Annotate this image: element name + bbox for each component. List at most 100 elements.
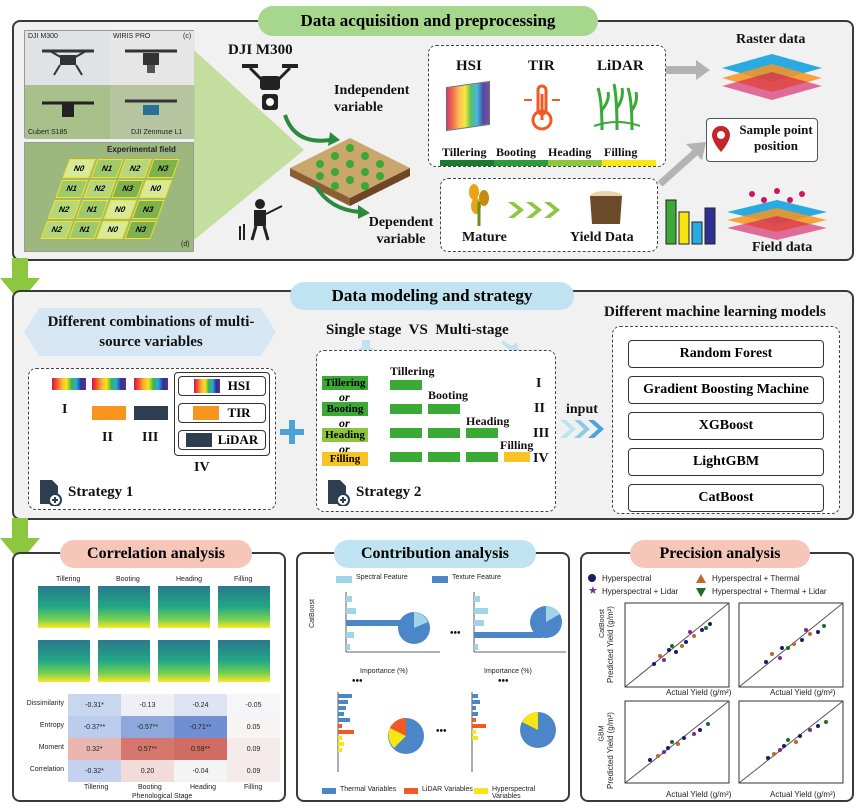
filling-tag: Filling [322,452,368,466]
corr-cell: -0.32* [68,760,121,782]
down-triangle-marker-icon [696,588,706,597]
var-lidar-label: LiDAR [217,432,259,447]
strategy1-label: Strategy 1 [68,484,134,500]
corr-cell: 0.09 [227,738,280,760]
var-hsi-label: HSI [227,378,251,393]
chevrons-icon [508,202,560,218]
importance-label-2: Importance (%) [484,668,532,675]
thermometer-icon [524,84,560,131]
corr-xlabel: Phenological Stage [132,793,193,800]
heatmap [38,640,90,682]
section-title-correlation: Correlation analysis [60,540,252,568]
model-gbm: Gradient Boosting Machine [628,376,824,404]
lidar-plants-icon [593,83,641,131]
var-tir-box: TIR [178,403,266,423]
stage-tillering: Tillering [442,145,487,159]
contribution-panel [296,552,570,802]
multi-roman-4: IV [533,451,549,466]
model-lightgbm: LightGBM [628,448,824,476]
heatmap [38,586,90,628]
plot: N3 [131,200,165,219]
corr-cell: -0.31* [68,694,121,716]
corr-col-label: Filling [244,784,263,791]
corr-cell: -0.13 [121,694,174,716]
or-3: or [339,442,350,456]
corr-cell: -0.05 [227,694,280,716]
var-tir-label: TIR [227,405,251,420]
photo-label-2: WIRIS PRO [113,33,151,40]
heatmap-grid: Tillering Booting Heading Filling [38,576,278,692]
corr-cell: 0.59** [174,738,227,760]
sensor-lidar: LiDAR [597,58,644,74]
sensor-hsi: HSI [456,58,482,74]
section-title-modeling: Data modeling and strategy [290,282,574,310]
triangle-marker-icon [696,574,706,583]
contrib-bar-chart-3 [337,692,424,772]
tir-swatch [92,406,126,420]
heatmap [218,640,270,682]
legend-lidar: LiDAR Variables [422,786,473,793]
map-pin-icon [712,126,730,152]
projection-shape [194,50,304,240]
photo-label-5: DJI Zenmuse L1 [131,129,183,136]
strategy2-label: Strategy 2 [356,484,422,500]
stage-filling: Filling [604,145,638,159]
farmer-icon [239,199,283,241]
importance-label-1: Importance (%) [360,668,408,675]
row2-bar2 [428,404,460,414]
precision-model-1: CatBoost [598,609,606,638]
corr-col-label: Tillering [84,784,109,791]
corr-cell: -0.37** [68,716,121,738]
wheat-icon [469,184,489,226]
gray-arrow-icon [666,60,710,80]
ellipsis-4: ••• [436,726,447,737]
mature-label: Mature [462,230,507,245]
var-lidar-box: LiDAR [178,430,266,450]
down-arrow-small-icon [358,340,374,358]
corr-cell: -0.04 [174,760,227,782]
multi-roman-3: III [533,426,550,441]
var-hsi-box: HSI [178,376,266,396]
or-2: or [339,416,350,430]
row3-bar2 [428,428,460,438]
lidar-swatch [134,406,168,420]
corr-cell: 0.09 [227,760,280,782]
row4-bar4 [504,452,530,462]
multi-roman-1: I [536,376,542,391]
contrib-bar-chart-4 [471,692,556,772]
plot: N0 [139,179,173,198]
stage-booting: Booting [496,145,537,159]
hsi-swatch-2 [92,378,126,390]
stage-heading: Heading [548,145,592,159]
roman-3: III [142,430,159,445]
independent-label: Independent variable [334,83,410,115]
combinations-banner [24,308,276,356]
corr-col-label: Booting [138,784,162,791]
heatmap [98,586,150,628]
equipment-photo: DJI M300 WIRIS PRO (c) Cubert S185 DJI Z… [24,30,195,139]
curved-arrow-icon [283,114,340,146]
curved-arrow-icon-2 [313,183,370,219]
heatmap [98,640,150,682]
drone-photo-icon-4 [125,99,177,115]
legend-texture: Texture Feature [452,574,502,581]
row3-bar3 [466,428,498,438]
corr-row-label: Dissimilarity [26,700,64,707]
heat-col-4: Filling [234,576,253,583]
ellipsis-2: ••• [352,676,363,687]
field-layers-icon [727,188,827,240]
contrib-legend-top: Spectral Feature Texture Feature [336,574,556,586]
corr-cell: 0.32* [68,738,121,760]
multi-booting: Booting [428,388,469,402]
drone-photo-icon [42,49,94,76]
grain-bag-icon [590,191,622,224]
bar-chart-icon [665,199,716,245]
down-arrow-icon-2 [0,518,40,562]
raster-label: Raster data [736,32,806,47]
legend-hs-thermal: Hyperspectral + Thermal [712,574,800,583]
document-icon-2 [328,480,350,506]
row1-bar1 [390,380,422,390]
single-vs-multi: Single stage VS Multi-stage [326,322,509,338]
circle-marker-icon [588,574,596,582]
heatmap [158,586,210,628]
